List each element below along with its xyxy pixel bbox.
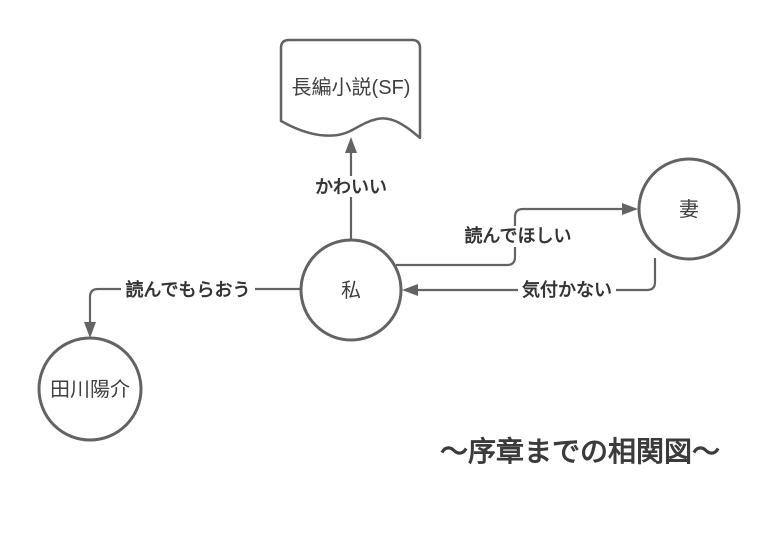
- edge-label-yonde-hoshii: 読んでほしい: [464, 225, 571, 246]
- edge-me-to-tagawa: 読んでもらおう: [84, 279, 300, 338]
- circle-shape: [637, 157, 741, 261]
- edge-label-kawaii: かわいい: [315, 177, 387, 197]
- document-shape: [279, 38, 422, 140]
- edge-wife-to-me-line: [417, 258, 657, 292]
- node-tagawa: 田川陽介: [37, 336, 143, 442]
- node-wife: 妻: [637, 157, 741, 261]
- edge-me-to-tagawa-line: [88, 287, 300, 323]
- edge-me-to-wife: 読んでほしい: [396, 203, 638, 267]
- arrow-down-icon: [84, 322, 96, 338]
- arrow-left-icon: [402, 284, 418, 296]
- node-label-tagawa: 田川陽介: [50, 378, 130, 401]
- edge-label-kizukanai: 気付かない: [522, 279, 612, 300]
- node-novel: 長編小説(SF): [279, 38, 422, 140]
- node-label-wife: 妻: [679, 198, 699, 221]
- edge-wife-to-me: 気付かない: [402, 258, 657, 301]
- diagram-title: 〜序章までの相関図〜: [440, 435, 720, 467]
- node-label-novel: 長編小説(SF): [292, 76, 411, 99]
- edge-label-bg: [311, 176, 391, 197]
- edge-me-to-novel: かわいい: [311, 137, 391, 240]
- node-me: 私: [299, 238, 403, 342]
- arrow-right-icon: [622, 203, 638, 215]
- node-label-me: 私: [341, 279, 361, 302]
- edge-label-yonde-moraou: 読んでもらおう: [125, 279, 250, 300]
- edge-label-bg: [460, 226, 576, 247]
- circle-shape: [299, 238, 403, 342]
- edge-label-bg: [121, 279, 255, 300]
- edge-label-bg: [518, 280, 616, 301]
- circle-shape: [37, 336, 143, 442]
- arrow-up-icon: [345, 137, 357, 153]
